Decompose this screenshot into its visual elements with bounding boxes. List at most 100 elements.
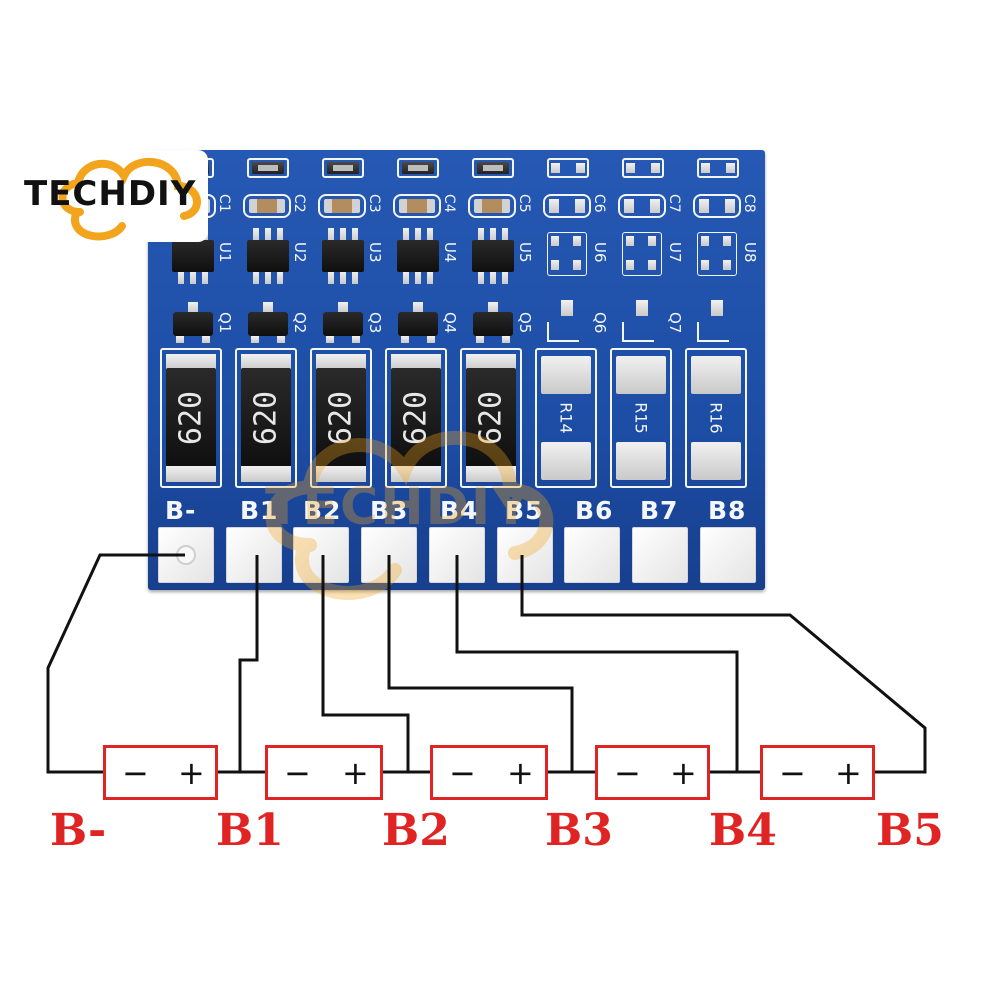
ic-chip	[322, 240, 364, 272]
transistor-pad	[711, 300, 723, 316]
empty-pad	[699, 199, 709, 213]
empty-pad	[575, 199, 585, 213]
empty-pad	[650, 199, 660, 213]
transistor-pad	[561, 300, 573, 316]
transistor-pin	[263, 302, 273, 313]
empty-pad	[576, 163, 585, 173]
capacitor	[618, 194, 666, 218]
ic-pin	[328, 271, 334, 284]
solder-pad	[497, 527, 553, 583]
transistor-pin	[427, 336, 435, 343]
ic-pin	[427, 228, 433, 241]
resistor-print	[408, 165, 428, 171]
wire-b5	[520, 555, 927, 774]
small-resistor	[472, 158, 514, 178]
capacitor	[243, 194, 291, 218]
resistor-end-cap	[466, 354, 516, 370]
empty-pad	[626, 260, 634, 270]
transistor-pin	[176, 336, 184, 343]
pad-label: B3	[370, 496, 409, 525]
transistor-pin	[338, 302, 348, 313]
ic-pin	[202, 271, 208, 284]
logo-text: TECHDIY	[24, 174, 197, 214]
capacitor-body	[399, 199, 435, 213]
empty-pad	[723, 260, 731, 270]
empty-pad	[701, 163, 710, 173]
resistor-end-cap	[166, 354, 216, 370]
resistor-print	[333, 165, 353, 171]
empty-pad	[549, 199, 559, 213]
capacitor-body	[474, 199, 510, 213]
cell-negative: −	[449, 754, 476, 792]
cell-negative: −	[122, 754, 149, 792]
resistor-end-cap	[241, 466, 291, 482]
empty-pad	[626, 236, 634, 246]
ic-pin	[277, 271, 283, 284]
transistor	[248, 312, 288, 336]
ic-pin	[265, 228, 271, 241]
empty-pad	[573, 260, 581, 270]
ic-pin	[340, 271, 346, 284]
resistor-end-cap	[241, 354, 291, 370]
cell-negative: −	[284, 754, 311, 792]
solder-pad	[632, 527, 688, 583]
pad-label: B5	[505, 496, 544, 525]
empty-pad	[701, 260, 709, 270]
empty-pad	[651, 163, 660, 173]
pad-label: B7	[640, 496, 679, 525]
transistor-footprint	[697, 322, 729, 342]
small-resistor	[247, 158, 289, 178]
transistor-pin	[202, 336, 210, 343]
balance-resistor: 620	[235, 348, 297, 488]
battery-cell-4: − +	[595, 745, 710, 800]
ic-pin	[190, 271, 196, 284]
ic-pin	[265, 271, 271, 284]
pad-label: B1	[240, 496, 279, 525]
solder-pad	[616, 356, 666, 394]
ic-pin	[478, 228, 484, 241]
cell-negative: −	[779, 754, 806, 792]
transistor-pin	[413, 302, 423, 313]
capacitor-body	[324, 199, 360, 213]
wire-b2	[321, 555, 430, 774]
resistor-end-cap	[391, 466, 441, 482]
capacitor	[543, 194, 591, 218]
ic-pin	[340, 228, 346, 241]
ic-pin	[277, 228, 283, 241]
ic-footprint	[622, 232, 662, 276]
ic-pin	[490, 271, 496, 284]
wire-b1	[218, 555, 265, 774]
resistor-end-cap	[466, 466, 516, 482]
resistor-body: 620	[466, 368, 516, 468]
cell-positive: +	[342, 754, 369, 792]
empty-pad	[573, 236, 581, 246]
resistor-body: 620	[316, 368, 366, 468]
resistor-end-cap	[316, 354, 366, 370]
transistor	[323, 312, 363, 336]
cell-positive: +	[835, 754, 862, 792]
resistor-body: 620	[166, 368, 216, 468]
solder-pad	[691, 442, 741, 480]
ic-pin	[490, 228, 496, 241]
solder-pad	[691, 356, 741, 394]
solder-pad	[293, 527, 349, 583]
capacitor	[693, 194, 741, 218]
ic-chip	[247, 240, 289, 272]
transistor-pin	[488, 302, 498, 313]
empty-pad	[701, 236, 709, 246]
small-resistor	[322, 158, 364, 178]
ic-footprint	[697, 232, 737, 276]
solder-pad	[541, 442, 591, 480]
empty-pad	[624, 199, 634, 213]
resistor-print	[483, 165, 503, 171]
transistor-pin	[476, 336, 484, 343]
empty-pad	[551, 236, 559, 246]
ic-pin	[328, 228, 334, 241]
ic-pin	[253, 228, 259, 241]
empty-pad	[726, 163, 735, 173]
transistor-pad	[636, 300, 648, 316]
ic-pin	[253, 271, 259, 284]
terminal-label-b4: B4	[709, 805, 777, 856]
terminal-label-b-minus: B-	[50, 805, 107, 856]
resistor-body: 620	[241, 368, 291, 468]
